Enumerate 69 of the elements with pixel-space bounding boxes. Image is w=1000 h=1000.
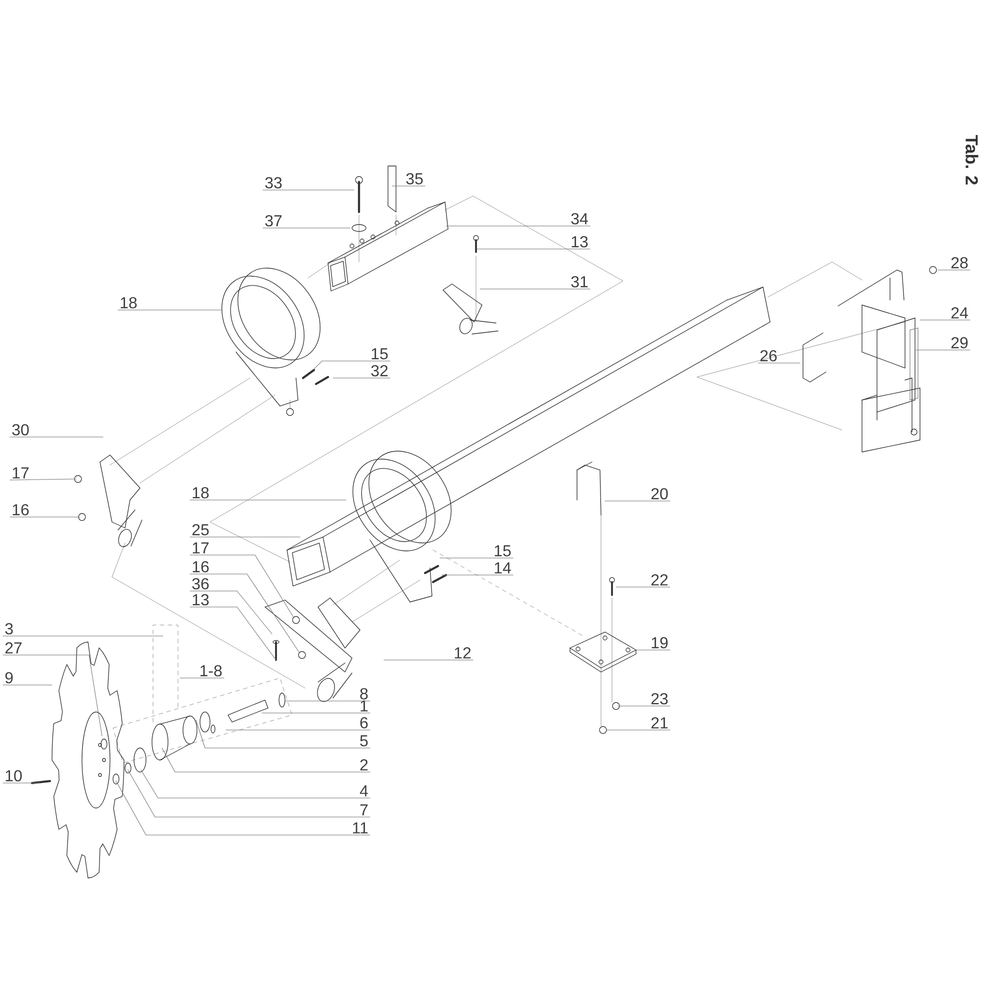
leader-line xyxy=(162,748,370,772)
callout-number: 37 xyxy=(265,215,282,226)
leader-line xyxy=(442,574,514,576)
leader-line xyxy=(190,606,276,660)
leader-line xyxy=(190,590,272,634)
leader-line xyxy=(284,700,370,702)
leader-line xyxy=(128,770,370,818)
leader-line xyxy=(190,554,294,618)
leader-line xyxy=(10,436,104,438)
callout-number: 25 xyxy=(192,524,209,536)
callout-number: 4 xyxy=(360,785,368,796)
callout-number: 32 xyxy=(371,365,388,376)
callout-number: 15 xyxy=(372,348,388,360)
callout-number: 10 xyxy=(6,770,22,782)
callout-number: 26 xyxy=(760,350,777,362)
leader-line xyxy=(196,720,370,748)
callout-number: 21 xyxy=(651,717,668,728)
callout-number: 35 xyxy=(406,173,423,184)
callout-number: 18 xyxy=(192,487,209,498)
callout-number: 13 xyxy=(192,594,209,606)
callout-number: 6 xyxy=(360,717,368,728)
callout-number: 19 xyxy=(652,637,668,648)
leader-line xyxy=(2,684,52,686)
leader-line xyxy=(476,248,590,250)
leader-line xyxy=(10,516,80,518)
callout-number: 17 xyxy=(12,467,29,478)
callout-number: 18 xyxy=(120,297,137,308)
callout-number: 17 xyxy=(192,542,209,554)
leader-line xyxy=(262,712,370,714)
callout-number: 34 xyxy=(571,213,588,224)
callout-number: 16 xyxy=(12,504,29,516)
callout-number: 24 xyxy=(951,307,968,318)
callout-number: 31 xyxy=(571,276,588,288)
callout-number: 14 xyxy=(494,562,511,574)
callout-number: 3 xyxy=(5,623,13,634)
callout-number: 33 xyxy=(265,177,282,188)
leader-line xyxy=(190,536,300,538)
leader-line xyxy=(140,770,370,798)
callout-number: 23 xyxy=(651,693,668,704)
leader-line xyxy=(604,500,670,502)
callout-number: 29 xyxy=(951,337,968,348)
callout-number: 7 xyxy=(360,804,368,816)
leader-line xyxy=(116,780,370,836)
table-number: Tab. 2 xyxy=(966,135,978,185)
leader-line xyxy=(2,654,102,736)
leader-line xyxy=(2,782,40,784)
leader-line xyxy=(314,360,390,370)
callout-number: 27 xyxy=(5,642,22,654)
callout-number: 22 xyxy=(651,574,668,586)
leader-line xyxy=(480,288,590,290)
leader-line xyxy=(190,574,300,652)
callout-number: 20 xyxy=(651,488,668,500)
callout-number: 1-8 xyxy=(200,665,222,676)
callout-number: 30 xyxy=(12,424,29,436)
callout-number: 1 xyxy=(360,700,368,712)
callout-number: 2 xyxy=(360,759,368,770)
callout-number: 15 xyxy=(494,545,511,556)
callout-number: 9 xyxy=(5,672,13,684)
callout-number: 11 xyxy=(353,822,368,834)
callout-number: 8 xyxy=(360,688,368,700)
leader-line xyxy=(616,586,670,588)
callout-number: 16 xyxy=(192,561,209,572)
callout-number: 13 xyxy=(572,236,588,248)
callout-number: 5 xyxy=(360,735,368,746)
callout-number: 36 xyxy=(192,578,209,590)
callout-number: 12 xyxy=(454,647,471,658)
leader-line xyxy=(10,478,76,480)
leader-line xyxy=(758,362,800,364)
callout-number: 28 xyxy=(951,257,968,268)
